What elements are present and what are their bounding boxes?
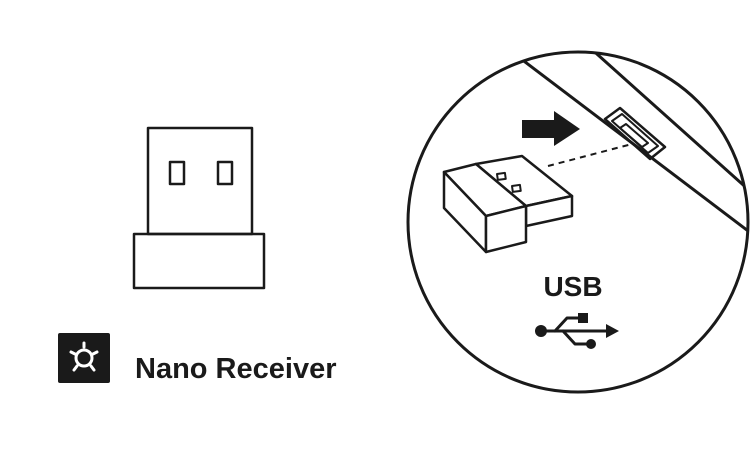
laptop-edge-inner	[586, 52, 748, 202]
detail-circle	[406, 50, 750, 394]
usb-trident-icon	[535, 313, 619, 349]
receiver-contact-right	[216, 160, 234, 186]
insertion-guide-line	[547, 143, 633, 167]
unifying-sun-icon	[58, 333, 110, 383]
receiver-plug-contact-2	[511, 183, 522, 193]
receiver-perspective	[442, 154, 574, 254]
receiver-body-side	[484, 204, 528, 254]
receiver-usb-plug	[146, 126, 254, 236]
arrow-right-icon	[522, 111, 580, 146]
usb-port	[603, 106, 667, 161]
receiver-plug-contact-1	[496, 171, 507, 181]
receiver-body	[132, 232, 266, 290]
port-label: USB	[543, 271, 602, 302]
receiver-contact-left	[168, 160, 186, 186]
product-label: Nano Receiver	[135, 353, 337, 385]
nano-receiver-illustration	[132, 126, 266, 290]
